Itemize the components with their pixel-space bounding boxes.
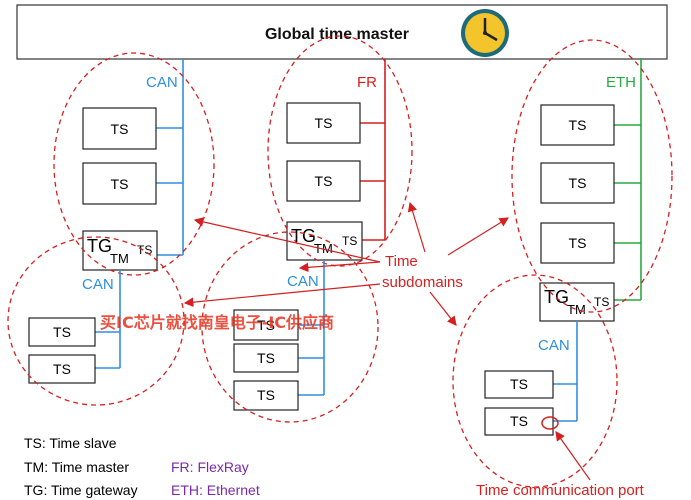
svg-text:TS: TS [257, 387, 275, 403]
svg-text:TG: TG [291, 226, 316, 246]
ts-node: TS [82, 162, 157, 205]
svg-text:TS: TS [53, 361, 71, 377]
svg-text:TS: TS [257, 317, 275, 333]
svg-text:subdomains: subdomains [382, 274, 463, 291]
svg-text:TS: TS [594, 295, 609, 309]
can-bus-label-top: CAN [146, 74, 178, 91]
tg-node: TG TM TS [539, 282, 615, 322]
can-subdomain-right: CAN TS TS [452, 274, 618, 488]
ts-node: TS [82, 107, 157, 150]
svg-text:TS: TS [315, 173, 333, 189]
svg-text:TS: TS [510, 413, 528, 429]
clock-icon [461, 9, 509, 57]
ts-node: TS [28, 317, 96, 347]
svg-text:TS: TS [510, 376, 528, 392]
svg-text:TM: TM [110, 251, 129, 266]
watermark: 买IC芯片就找南皇电子-IC供应商 [100, 313, 334, 332]
legend-tg: TG: Time gateway [24, 482, 138, 498]
global-time-master-bar [16, 4, 668, 60]
time-communication-port-annotation: Time communication port [476, 431, 645, 499]
can-domain-top: CAN TS TS TG TM TS [53, 52, 215, 276]
svg-text:TS: TS [111, 176, 129, 192]
ts-node: TS [540, 162, 615, 204]
svg-text:TS: TS [569, 235, 587, 251]
ts-node: TS [28, 354, 96, 384]
ts-node: TS [540, 222, 615, 264]
can-bus-label-right: CAN [538, 337, 570, 354]
svg-text:TG: TG [87, 236, 112, 256]
can-bus-label-center: CAN [287, 273, 319, 290]
ts-node: TS [540, 104, 615, 146]
eth-bus-label: ETH [606, 74, 636, 91]
legend: TS: Time slave TM: Time master TG: Time … [24, 435, 260, 498]
global-time-master-title: Global time master [265, 26, 409, 43]
tg-node: TG TM TS [286, 221, 363, 261]
ts-node: TS [233, 343, 299, 373]
ts-node: TS [233, 380, 299, 411]
eth-domain: ETH TS TS TS TG TM TS [511, 39, 673, 322]
svg-text:Time: Time [385, 253, 418, 270]
svg-text:TS: TS [569, 175, 587, 191]
ts-node: TS [484, 370, 554, 399]
ts-node: TS [286, 102, 361, 144]
svg-text:Time communication port: Time communication port [476, 482, 645, 499]
svg-text:TS: TS [111, 121, 129, 137]
legend-eth: ETH: Ethernet [171, 482, 260, 498]
svg-text:TS: TS [315, 115, 333, 131]
can-subdomain-center: CAN TS TS TS [201, 231, 379, 423]
svg-text:TS: TS [53, 324, 71, 340]
svg-text:TM: TM [314, 241, 333, 256]
time-subdomains-annotation: Time subdomains [183, 201, 510, 326]
svg-text:TS: TS [569, 117, 587, 133]
tg-node: TG TM TS [82, 230, 158, 271]
ts-node: TS [233, 309, 299, 341]
fr-bus-label: FR [357, 74, 377, 91]
can-subdomain-left: CAN TS TS [7, 236, 185, 406]
fr-domain: FR TS TS TG TM TS [267, 35, 413, 267]
legend-tm: TM: Time master [24, 459, 129, 475]
svg-text:TM: TM [567, 302, 586, 317]
svg-text:TS: TS [257, 350, 275, 366]
ts-node: TS [286, 160, 361, 202]
legend-fr: FR: FlexRay [171, 459, 249, 475]
svg-text:TS: TS [342, 234, 357, 248]
can-bus-label-left: CAN [82, 276, 114, 293]
time-communication-port-marker [541, 416, 559, 430]
legend-ts: TS: Time slave [24, 435, 117, 451]
